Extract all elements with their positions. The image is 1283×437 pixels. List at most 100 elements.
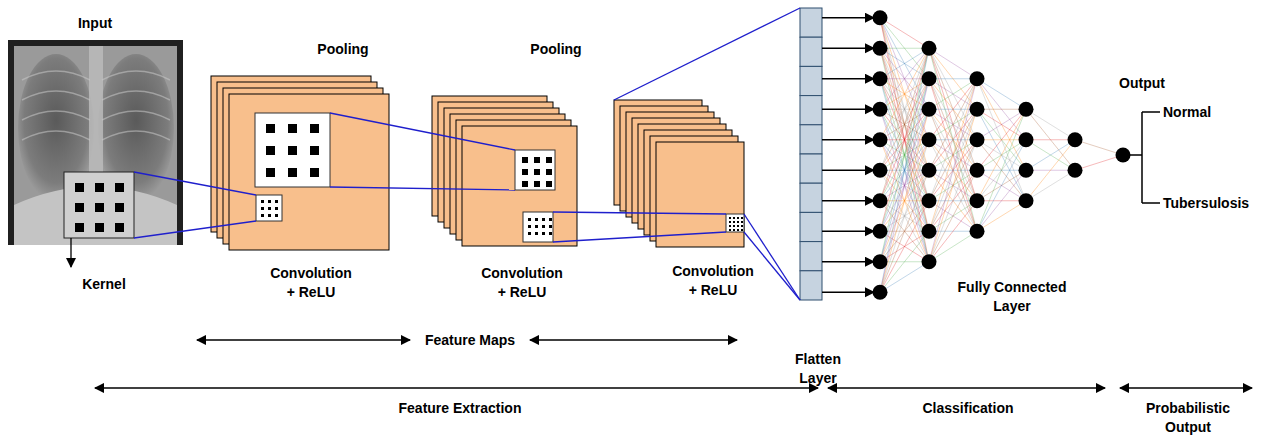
neuron [1068,132,1083,147]
network-link [929,79,977,232]
flatten-column [800,8,822,300]
class-label: Normal [1163,103,1211,122]
arrow-connector [822,78,874,80]
neuron [873,254,888,269]
neuron [873,71,888,86]
kernel-cell [542,218,545,221]
flatten-cell [800,242,822,271]
kernel-cell [522,169,528,175]
feature-map-sheet [462,126,577,246]
span-label: Feature Extraction [380,399,540,418]
network-link [880,48,929,79]
connectors [822,18,874,293]
neuron [970,132,985,147]
neuron [1019,163,1034,178]
neuron [922,132,937,147]
neuron [1019,193,1034,208]
neuron [873,41,888,56]
flatten-cell [800,271,822,300]
network-link [929,79,977,171]
neuron [873,132,888,147]
network-link [929,48,977,140]
network-link [929,231,977,262]
receptive-patch [726,214,744,232]
kernel-cell [261,214,264,217]
kernel-cell [546,169,552,175]
network-link [880,79,929,293]
neuron [1019,102,1034,117]
kernel-cell [737,229,739,231]
network-link [880,140,929,293]
kernel-cell [261,207,264,210]
kernel-cell [549,218,552,221]
kernel-cell [528,218,531,221]
kernel-cell [75,223,84,232]
span-arrows [71,238,1252,388]
kernel-cell [95,183,104,192]
arrow-connector [822,231,874,233]
neuron [922,254,937,269]
network-link [880,18,929,232]
neural-network [873,10,1131,300]
neuron [970,224,985,239]
neuron [970,102,985,117]
pooling-label: Pooling [303,40,383,59]
kernel-cell [737,217,739,219]
kernel-cell [729,225,731,227]
span-arrows [70,238,71,267]
network-link [977,79,1026,110]
kernel-cell [733,217,735,219]
kernel-cell [535,225,538,228]
network-link [880,18,929,110]
kernel-cell [288,146,297,155]
network-links [880,18,1123,293]
neuron [922,71,937,86]
network-link [880,48,929,201]
projection-lines [553,212,726,214]
network-link [880,48,929,262]
neuron [922,224,937,239]
kernel-cell [534,181,540,187]
flatten-cell [800,37,822,66]
network-link [880,48,929,79]
network-link [929,170,977,262]
kernel-cell [266,124,275,133]
feature-map-stack [432,96,577,246]
neuron [1019,132,1034,147]
kernel-cell [310,124,319,133]
kernel-cell [528,225,531,228]
node-label: Input [55,14,135,33]
feature-map-sheet [656,142,744,247]
network-link [977,140,1026,232]
kernel-cell [95,203,104,212]
receptive-patch [523,212,553,242]
kernel-cell [741,221,743,223]
kernel-cell [95,223,104,232]
kernel-cell [275,214,278,217]
kernel-cell [75,183,84,192]
network-link [929,79,977,232]
input-image: Input [8,40,183,245]
kernel-cell [261,200,264,203]
kernel-cell [741,229,743,231]
neuron [873,224,888,239]
network-link [929,48,977,79]
node-label: Flatten Layer [786,350,850,388]
network-link [929,79,977,171]
network-link [880,48,929,201]
network-link [1075,155,1123,170]
network-link [1026,170,1075,201]
output-branch [1130,112,1160,203]
neuron [873,163,888,178]
kernel-cell [534,169,540,175]
network-link [880,18,929,49]
fully-connected-layer: Fully Connected Layer [874,8,1085,308]
kernel-cell [115,183,124,192]
kernel-cell [268,207,271,210]
neuron [970,71,985,86]
network-link [880,48,929,140]
pooling-label: Pooling [516,40,596,59]
network-link [977,79,1026,171]
feature-map-sheet [229,94,389,250]
